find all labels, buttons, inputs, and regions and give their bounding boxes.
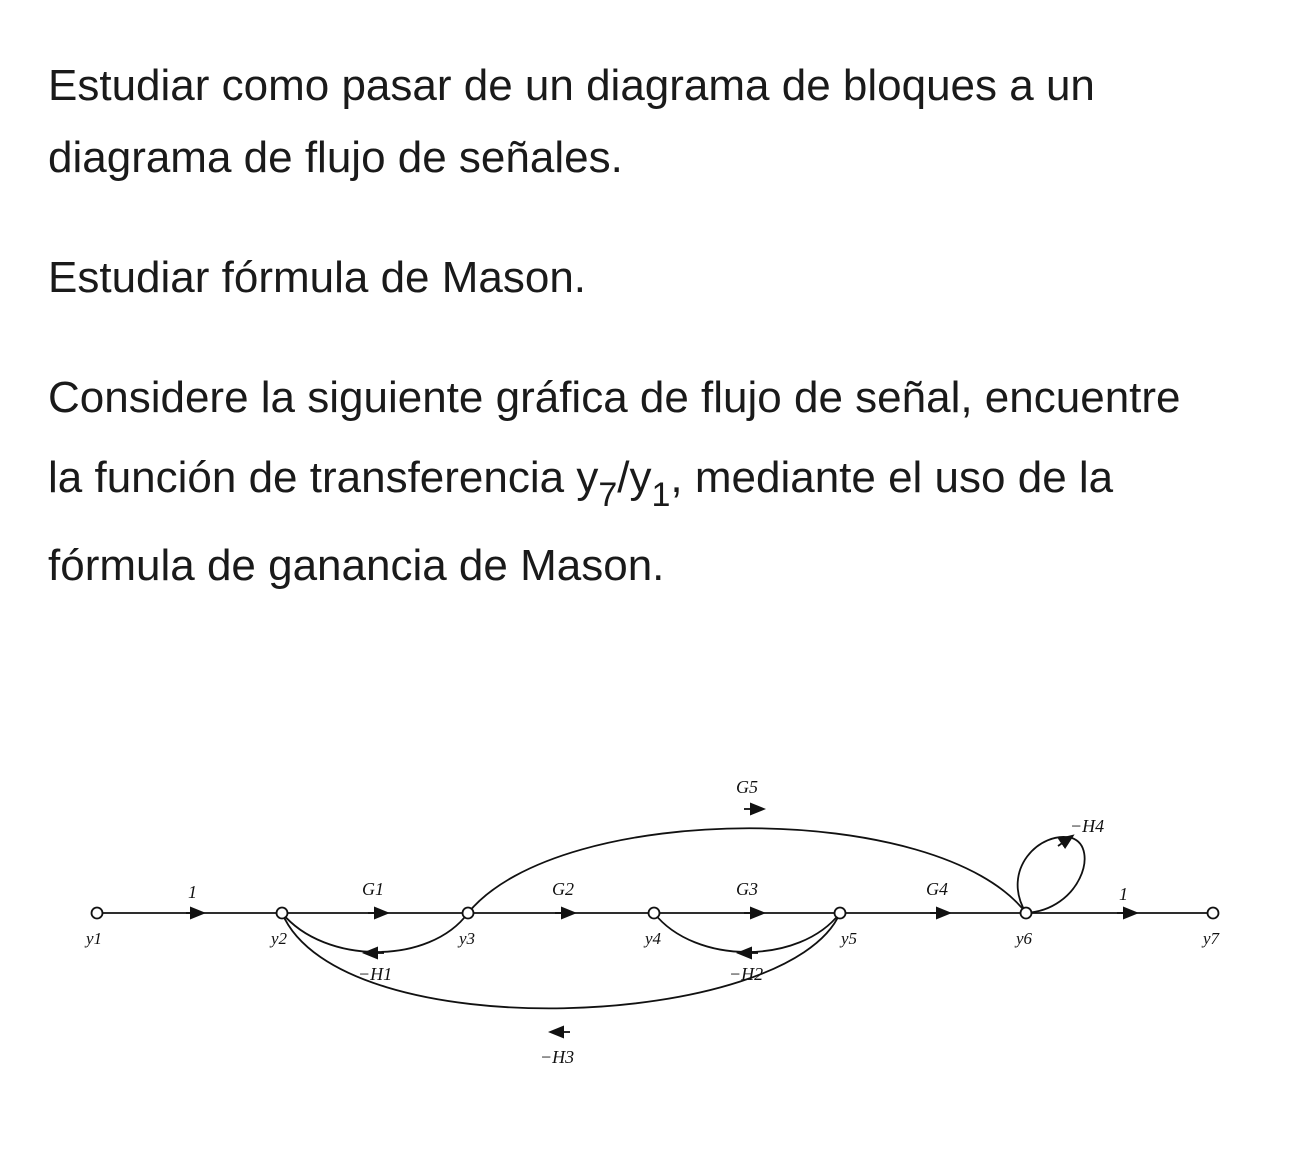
label-g3: G3	[736, 879, 758, 899]
label-y7: y7	[1201, 929, 1221, 948]
label-g1: G1	[362, 879, 384, 899]
label-gain-in: 1	[188, 882, 197, 902]
question-text: Estudiar como pasar de un diagrama de bl…	[48, 50, 1263, 610]
paragraph-mason-formula: Estudiar fórmula de Mason.	[48, 253, 587, 302]
paragraph-problem-statement: Considere la siguiente gráfica de flujo …	[48, 362, 1263, 610]
node-y7	[1206, 906, 1220, 920]
node-y6	[1019, 906, 1033, 920]
arrow-h4	[1057, 834, 1075, 849]
label-h1: −H1	[358, 964, 392, 984]
label-y1: y1	[84, 929, 102, 948]
problem-line-1: Considere la siguiente gráfica de flujo …	[48, 373, 1181, 422]
label-y5: y5	[839, 929, 857, 948]
paragraph-block-to-signal-flow: Estudiar como pasar de un diagrama de bl…	[48, 61, 1095, 182]
label-y6: y6	[1014, 929, 1033, 948]
subscript-7: 7	[598, 476, 618, 514]
h1-branch	[281, 912, 469, 953]
problem-line-2b: /y	[617, 453, 652, 502]
node-y5	[833, 906, 847, 920]
label-g2: G2	[552, 879, 574, 899]
label-y4: y4	[643, 929, 662, 948]
node-y4	[647, 906, 661, 920]
label-y3: y3	[457, 929, 475, 948]
label-y2: y2	[269, 929, 288, 948]
h4-self-loop	[1016, 836, 1086, 914]
label-g4: G4	[926, 879, 948, 899]
label-g5: G5	[736, 777, 758, 797]
signal-flow-graph: y1 y2 y3 y4 y5 y6 y7 1 G1 G2 G3 G4 G5 1 …	[84, 777, 1221, 1067]
node-y3	[461, 906, 475, 920]
problem-line-2c: , mediante el uso de la	[670, 453, 1114, 502]
label-h2: −H2	[729, 964, 763, 984]
subscript-1: 1	[651, 476, 671, 514]
node-y1	[90, 906, 104, 920]
label-gain-out: 1	[1119, 884, 1128, 904]
label-h4: −H4	[1070, 816, 1104, 836]
label-h3: −H3	[540, 1047, 574, 1067]
h3-branch	[281, 912, 841, 1010]
g5-branch	[467, 827, 1027, 914]
problem-line-3: fórmula de ganancia de Mason.	[48, 541, 665, 590]
problem-line-2a: la función de transferencia y	[48, 453, 599, 502]
node-y2	[275, 906, 289, 920]
